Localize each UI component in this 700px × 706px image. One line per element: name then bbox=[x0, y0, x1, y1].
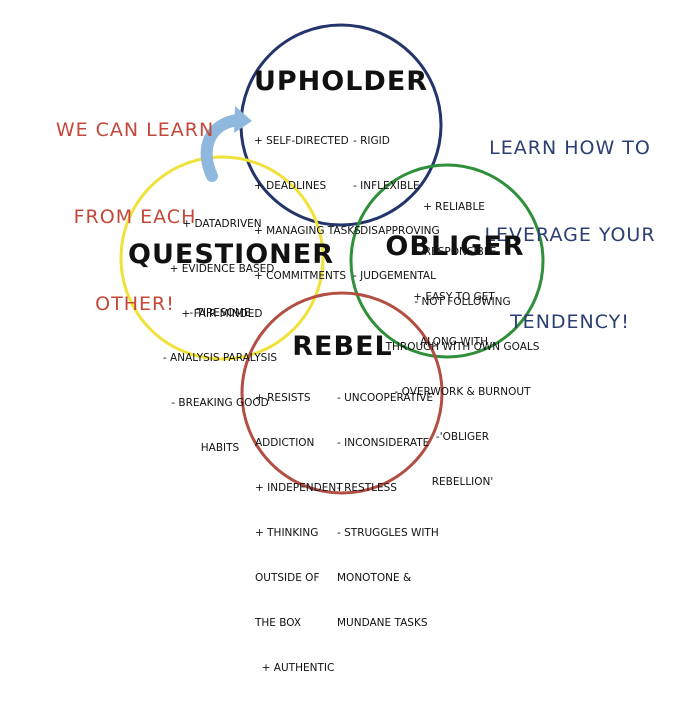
list-item: + DEADLINES bbox=[254, 180, 327, 192]
list-item: + EVIDENCE BASED bbox=[169, 263, 275, 275]
rebel-pros: + RESISTS ADDICTION + INDEPENDENT + THIN… bbox=[255, 361, 343, 706]
list-item: - INFLEXIBLE bbox=[353, 180, 420, 192]
list-item: - BREAKING GOOD bbox=[171, 397, 269, 409]
rebel-cons: - UNCOOPERATIVE - INCONSIDERATE - RESTLE… bbox=[337, 361, 439, 661]
questioner-title: QUESTIONER bbox=[128, 239, 335, 270]
list-item: + RESPONSIBLE bbox=[411, 246, 497, 258]
rebel-ring bbox=[240, 291, 444, 495]
obliger-cons: - NOT FOLLOWING THROUGH WITH OWN GOALS -… bbox=[385, 265, 540, 520]
list-item: - RIGID bbox=[353, 135, 390, 147]
obliger-ring bbox=[349, 163, 545, 359]
obliger-title: OBLIGER bbox=[385, 231, 525, 262]
left-note-line: WE CAN LEARN bbox=[55, 119, 215, 141]
list-item: - ANALYSIS PARALYSIS bbox=[162, 352, 278, 364]
list-item: + SELF-DIRECTED bbox=[254, 135, 349, 147]
list-item: ALONG WITH bbox=[419, 336, 489, 348]
list-item: -'OBLIGER bbox=[435, 431, 490, 443]
list-item: HABITS bbox=[200, 442, 240, 454]
list-item: - RESTLESS bbox=[337, 482, 397, 494]
left-note-line: OTHER! bbox=[95, 293, 175, 315]
list-item: - STRUGGLES WITH bbox=[337, 527, 439, 539]
questioner-pros: + DATADRIVEN + EVIDENCE BASED + FAIR MIN… bbox=[152, 187, 292, 352]
rebel-title: REBEL bbox=[292, 331, 393, 362]
list-item: + MANAGING TASKS bbox=[254, 225, 361, 237]
list-item: REBELLION' bbox=[431, 476, 494, 488]
upholder-pros: + SELF-DIRECTED + DEADLINES + MANAGING T… bbox=[254, 104, 361, 314]
list-item: - TIRESOME bbox=[189, 307, 251, 319]
list-item: + FAIR MINDED bbox=[181, 308, 263, 320]
list-item: - OVERWORK & BURNOUT bbox=[394, 386, 531, 398]
list-item: MONOTONE & bbox=[337, 572, 412, 584]
list-item: + EASY TO GET bbox=[413, 291, 495, 303]
list-item: ADDICTION bbox=[255, 437, 315, 449]
tendencies-diagram: WE CAN LEARN FROM EACH OTHER! LEARN HOW … bbox=[40, 23, 670, 674]
obliger-pros: + RELIABLE + RESPONSIBLE + EASY TO GET A… bbox=[404, 170, 504, 380]
list-item: + RELIABLE bbox=[423, 201, 485, 213]
list-item: - INCONSIDERATE bbox=[337, 437, 430, 449]
list-item: - UNCOOPERATIVE bbox=[337, 392, 434, 404]
list-item: THE BOX bbox=[255, 617, 302, 629]
list-item: - NOT FOLLOWING bbox=[414, 296, 511, 308]
upholder-cons: - RIGID - INFLEXIBLE - DISAPPROVING - JU… bbox=[353, 104, 440, 314]
left-note: WE CAN LEARN FROM EACH OTHER! bbox=[40, 58, 230, 377]
list-item: + DATADRIVEN bbox=[182, 218, 262, 230]
questioner-cons: - TIRESOME - ANALYSIS PARALYSIS - BREAKI… bbox=[145, 276, 295, 486]
right-note: LEARN HOW TO LEVERAGE YOUR TENDENCY! bbox=[470, 76, 670, 395]
curved-arrow-icon bbox=[200, 106, 252, 182]
questioner-ring bbox=[119, 155, 325, 361]
right-note-line: LEVERAGE YOUR bbox=[484, 224, 656, 246]
list-item: OUTSIDE OF bbox=[255, 572, 320, 584]
list-item: + COMMITMENTS bbox=[254, 270, 346, 282]
right-note-line: LEARN HOW TO bbox=[489, 137, 651, 159]
venn-rings bbox=[119, 23, 545, 495]
list-item: THROUGH WITH OWN GOALS bbox=[385, 341, 540, 353]
list-item: + AUTHENTIC bbox=[255, 662, 335, 674]
right-note-line: TENDENCY! bbox=[510, 311, 630, 333]
list-item: + THINKING bbox=[255, 527, 319, 539]
list-item: - JUDGEMENTAL bbox=[353, 270, 436, 282]
list-item: + INDEPENDENT bbox=[255, 482, 343, 494]
left-note-line: FROM EACH bbox=[73, 206, 197, 228]
list-item: + RESISTS bbox=[255, 392, 311, 404]
list-item: - DISAPPROVING bbox=[353, 225, 440, 237]
upholder-title: UPHOLDER bbox=[253, 66, 429, 97]
list-item: MUNDANE TASKS bbox=[337, 617, 428, 629]
